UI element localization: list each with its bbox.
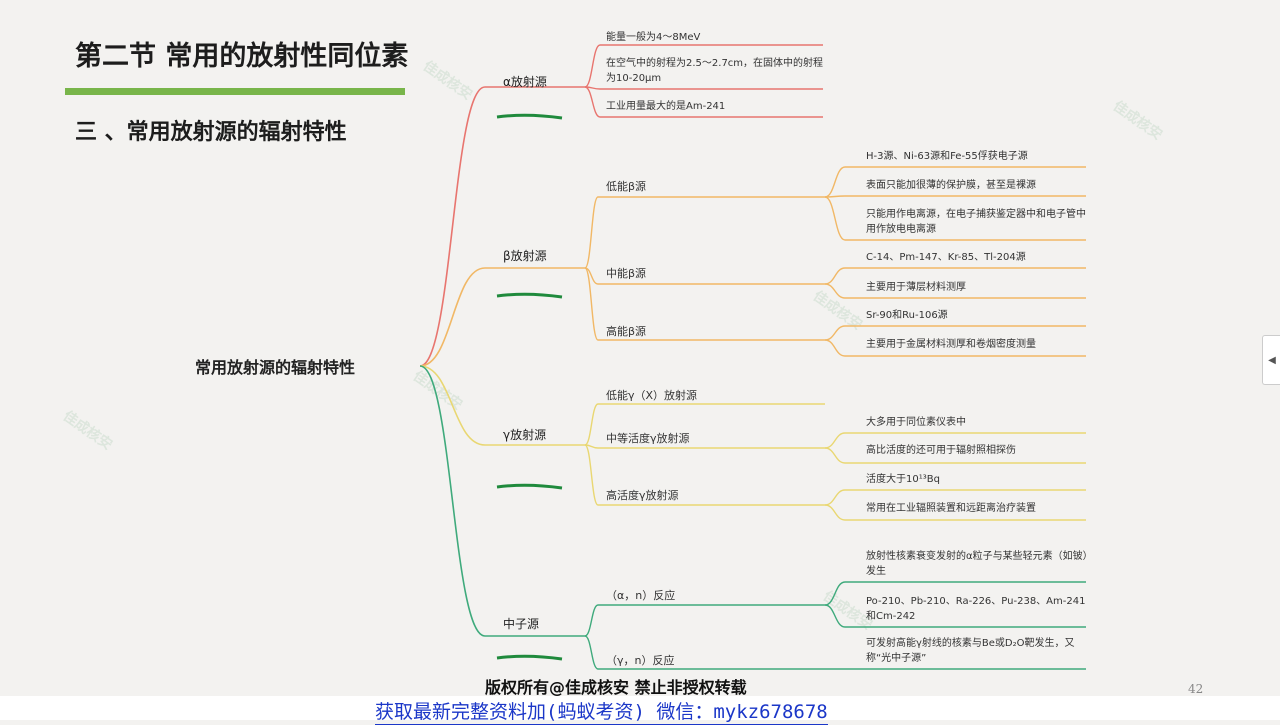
leaf-node: 能量一般为4～8MeV: [606, 32, 701, 43]
branch-node: α放射源: [503, 75, 547, 89]
subbranch-node: 低能β源: [606, 180, 647, 193]
subbranch-node: 中能β源: [606, 267, 647, 280]
leaf-connector: [824, 283, 846, 299]
branch-connector: [419, 365, 486, 446]
leaf-node: C-14、Pm-147、Kr-85、Tl-204源: [866, 252, 1026, 263]
page-number: 42: [1188, 682, 1204, 696]
subbranch-connector: [584, 635, 599, 670]
slide-title: 第二节 常用的放射性同位素: [75, 41, 409, 72]
leaf-connector: [584, 44, 601, 88]
subbranch-connector: [584, 196, 599, 269]
subbranch-node: （α，n）反应: [606, 589, 676, 602]
slide-subtitle: 三 、常用放射源的辐射特性: [75, 120, 347, 145]
leaf-node: 表面只能加很薄的保护膜，甚至是裸源: [866, 180, 1036, 191]
annotation-stroke: [496, 654, 563, 661]
leaf-node: 可发射高能γ射线的核素与Be或D₂O靶发生，又称“光中子源”: [866, 638, 1075, 664]
branch-connector: [419, 365, 486, 637]
leaf-connector: [824, 504, 846, 521]
leaf-node: 放射性核素衰变发射的α粒子与某些轻元素（如铍）发生: [866, 551, 1088, 577]
leaf-node: Sr-90和Ru-106源: [866, 310, 948, 321]
branch-connector: [419, 267, 486, 367]
leaf-node: 在空气中的射程为2.5～2.7cm，在固体中的射程为10-20μm: [606, 58, 824, 84]
leaf-node: 主要用于薄层材料测厚: [866, 282, 966, 293]
subbranch-connector: [584, 604, 599, 637]
branch-node: γ放射源: [503, 428, 547, 442]
leaf-connector: [824, 267, 846, 285]
branch-node: β放射源: [503, 249, 547, 263]
promo-text: 获取最新完整资料加(蚂蚁考资) 微信：mykz678678: [375, 697, 828, 725]
copyright-footer: 版权所有@佳成核安 禁止非授权转载: [485, 678, 747, 697]
leaf-connector: [824, 604, 846, 628]
leaf-node: 大多用于同位素仪表中: [866, 417, 966, 428]
leaf-connector: [824, 447, 846, 464]
leaf-node: 活度大于10¹³Bq: [866, 474, 940, 485]
chevron-left-icon: ◀: [1268, 354, 1276, 366]
leaf-node: Po-210、Pb-210、Ra-226、Pu-238、Am-241和Cm-24…: [866, 596, 1086, 622]
annotation-stroke: [496, 113, 563, 120]
branch-connector: [419, 86, 486, 367]
subbranch-node: （γ，n）反应: [606, 654, 675, 667]
side-panel-toggle[interactable]: ◀: [1262, 335, 1280, 385]
annotation-stroke: [496, 292, 563, 299]
leaf-connector: [824, 581, 846, 606]
leaf-node: 工业用量最大的是Am-241: [606, 101, 726, 112]
leaf-node: 高比活度的还可用于辐射照相探伤: [866, 445, 1016, 456]
leaf-node: 主要用于金属材料测厚和卷烟密度测量: [866, 339, 1036, 350]
mindmap-root: 常用放射源的辐射特性: [195, 358, 356, 377]
leaf-connector: [824, 489, 846, 506]
leaf-connector: [824, 432, 846, 449]
subbranch-node: 高能β源: [606, 325, 647, 338]
subbranch-connector: [584, 403, 599, 446]
branch-node: 中子源: [503, 617, 540, 631]
subbranch-connector: [584, 444, 599, 506]
leaf-node: 常用在工业辐照装置和远距离治疗装置: [866, 503, 1036, 514]
subbranch-connector: [584, 267, 599, 341]
subbranch-node: 中等活度γ放射源: [606, 432, 690, 445]
leaf-connector: [584, 86, 601, 118]
leaf-node: H-3源、Ni-63源和Fe-55俘获电子源: [866, 151, 1028, 162]
promo-banner: [0, 696, 1280, 720]
leaf-node: 只能用作电离源，在电子捕获鉴定器中和电子管中用作放电电离源: [866, 209, 1086, 235]
leaf-connector: [824, 325, 846, 341]
annotation-stroke: [496, 483, 563, 490]
leaf-connector: [824, 339, 846, 357]
subbranch-node: 高活度γ放射源: [606, 489, 679, 502]
subbranch-node: 低能γ（X）放射源: [606, 389, 698, 402]
leaf-connector: [824, 166, 846, 198]
title-accent-bar: [65, 88, 405, 95]
leaf-connector: [824, 196, 846, 241]
